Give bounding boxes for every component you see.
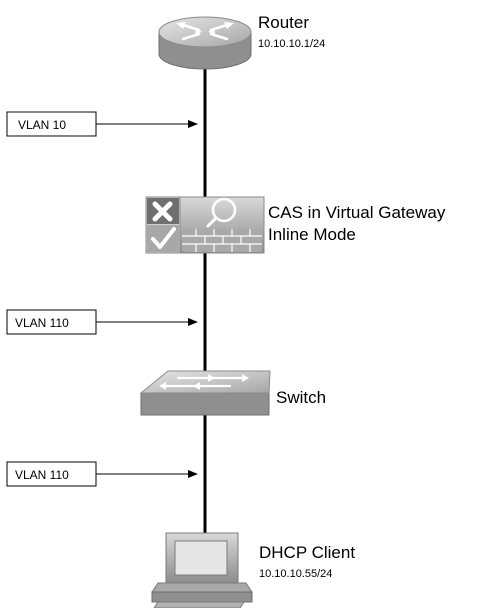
cas-name-line2: Inline Mode — [268, 225, 356, 244]
router-icon — [158, 16, 252, 70]
router-address-label: 10.10.10.1/24 — [258, 38, 325, 50]
vlan-label: VLAN 110 — [15, 468, 69, 482]
switch-icon — [139, 370, 271, 416]
vlan-label: VLAN 110 — [15, 316, 69, 330]
switch-name-label: Switch — [276, 388, 326, 407]
workstation-icon — [151, 532, 253, 608]
clean-access-server-icon — [145, 196, 265, 254]
vlan-box — [6, 309, 97, 335]
client-address-label: 10.10.10.55/24 — [259, 568, 332, 580]
cas-name-line1: CAS in Virtual Gateway — [268, 203, 446, 222]
router-name-label: Router — [258, 13, 309, 32]
vlan-label: VLAN 10 — [18, 118, 66, 132]
vlan-box — [6, 461, 97, 487]
client-name-label: DHCP Client — [259, 543, 355, 562]
